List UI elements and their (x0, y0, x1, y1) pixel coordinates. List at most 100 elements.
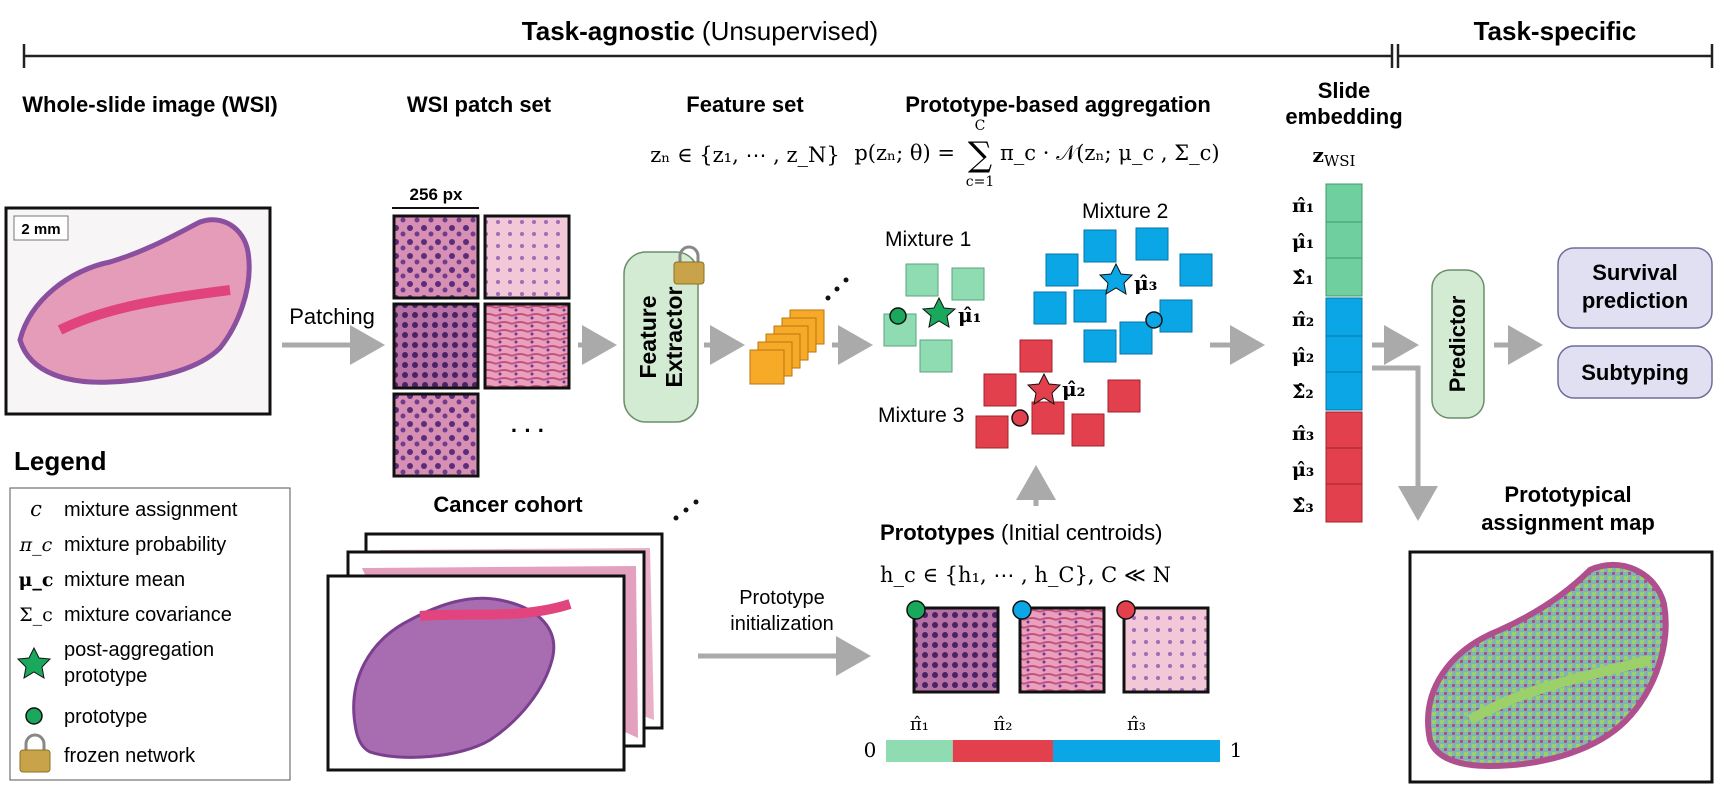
embedding-label-mu1: μ̂₁ (1292, 231, 1314, 253)
legend-symbol-c: c (30, 497, 42, 521)
prototype-patch-3 (1122, 606, 1210, 694)
survival-label-line1: Survival (1592, 260, 1678, 285)
legend-symbol-sigma: Σ_c (19, 604, 53, 626)
embedding-label-pi1: π̂₁ (1292, 195, 1314, 217)
embedding-label-sigma1: Σ̂₁ (1292, 267, 1314, 289)
scale-bar-label: 2 mm (21, 221, 60, 238)
prob-bar-pi1-label: π̂₁ (910, 714, 929, 735)
embedding-label-mu2: μ̂₂ (1292, 345, 1314, 367)
mu2-label: μ̂₂ (1062, 377, 1085, 401)
embedding-label-sigma2: Σ̂₂ (1292, 381, 1314, 403)
legend-box (9, 487, 291, 781)
prototype-aggregation-section-title: Prototype-based aggregation (905, 92, 1211, 117)
prob-bar-pi2-label: π̂₂ (993, 714, 1012, 735)
prototype-patch-2 (1018, 606, 1106, 694)
feature-stack (749, 309, 825, 385)
slide-embedding-title-line2: embedding (1285, 104, 1402, 129)
assignment-map-title-line1: Prototypical (1504, 482, 1631, 507)
patch-tile-5 (392, 392, 480, 478)
patch-ellipsis: · · · (511, 418, 545, 443)
feature-set-formula: zₙ ∈ {z₁, ⋯ , z_N} (650, 143, 840, 167)
prototypes-title: Prototypes (Initial centroids) (880, 520, 1162, 545)
wsi-tissue-core (57, 285, 231, 335)
legend-label-mixture-probability: mixture probability (64, 534, 226, 556)
subtyping-label: Subtyping (1581, 360, 1689, 385)
patching-label: Patching (289, 304, 375, 329)
predictor-label: Predictor (1445, 295, 1470, 392)
prob-bar-pi3-label: π̂₃ (1127, 714, 1146, 735)
embedding-label-mu3: μ̂₃ (1292, 459, 1314, 481)
legend-title: Legend (14, 446, 106, 476)
patch-tile-1 (392, 214, 480, 300)
gmm-sum-lower: c=1 (966, 174, 994, 190)
cancer-cohort-title: Cancer cohort (433, 492, 583, 517)
mixture-1-cluster (883, 263, 985, 373)
legend-dot-icon (25, 707, 43, 725)
legend-items: c mixture assignment π_c mixture probabi… (16, 497, 238, 773)
prototype-patch-1 (912, 606, 1000, 694)
legend-label-mixture-covariance: mixture covariance (64, 604, 232, 626)
legend-label-mixture-mean: mixture mean (64, 569, 185, 591)
prob-bar-segment-2 (952, 740, 1053, 762)
embedding-label-pi2: π̂₂ (1292, 309, 1314, 331)
mixture-3-label: Mixture 3 (878, 404, 964, 427)
embedding-labels: π̂₁ μ̂₁ Σ̂₁ π̂₂ μ̂₂ Σ̂₂ π̂₃ μ̂₃ Σ̂₃ (1292, 195, 1314, 517)
legend-lock-icon (19, 733, 51, 773)
probability-bar (886, 740, 1220, 762)
legend-label-prototype: prototype (64, 706, 147, 728)
prototype-2-dot (1012, 600, 1032, 620)
mixture-2-label: Mixture 2 (1082, 200, 1168, 223)
feature-set-section-title: Feature set (686, 92, 804, 117)
mixture-1-star-icon (921, 296, 957, 328)
patch-tile-4 (483, 302, 571, 390)
mixture-2-cluster (1033, 227, 1213, 363)
prototype-init-label-line2: initialization (730, 613, 833, 635)
cohort-slide-front-stroma (419, 599, 572, 621)
extractor-label-line1: Feature (635, 295, 661, 378)
subtyping-box (1557, 345, 1713, 399)
prob-bar-one: 1 (1230, 738, 1243, 762)
patch-set-section-title: WSI patch set (407, 92, 552, 117)
legend-symbol-pi: π_c (19, 534, 53, 556)
embedding-label-sigma3: Σ̂₃ (1292, 495, 1314, 517)
probability-bar-labels: π̂₁ π̂₂ π̂₃ (910, 714, 1146, 735)
patch-size-label: 256 px (410, 185, 463, 204)
patch-tile-2 (483, 214, 571, 300)
z-wsi-symbol: zWSI (1313, 143, 1356, 170)
mixture-3-prototype-dot (1011, 409, 1029, 427)
prototype-3-dot (1116, 600, 1136, 620)
prototype-init-label-line1: Prototype (739, 587, 825, 609)
embedding-to-map-arrow (1372, 365, 1438, 521)
gmm-formula-left: p(zₙ; θ) = (854, 141, 955, 165)
feature-extractor-box (623, 251, 699, 423)
task-specific-title: Task-specific (1474, 16, 1637, 46)
predictor-box (1431, 269, 1485, 419)
feature-stack-dots (825, 277, 849, 301)
scale-bar-bg (13, 215, 69, 241)
patch-tile-3 (392, 302, 480, 390)
survival-label-line2: prediction (1582, 288, 1688, 313)
survival-prediction-box (1557, 247, 1713, 329)
gmm-sum-symbol: ∑ (968, 135, 992, 175)
embedding-label-pi3: π̂₃ (1292, 423, 1314, 445)
assignment-map-core (1467, 655, 1652, 725)
embedding-vector (1325, 183, 1363, 523)
extractor-lock-icon (673, 245, 705, 285)
legend-label-mixture-assignment: mixture assignment (64, 499, 238, 521)
gmm-sum-upper: C (975, 118, 986, 134)
legend-label-post-aggregation-2: prototype (64, 665, 147, 687)
cohort-slide-front-tissue (352, 596, 556, 759)
wsi-section-title: Whole-slide image (WSI) (22, 92, 277, 117)
legend-label-post-aggregation-1: post-aggregation (64, 639, 214, 661)
legend-symbol-mu: μ_c (19, 569, 54, 591)
mixture-2-prototype-dot (1145, 311, 1163, 329)
slide-embedding-title-line1: Slide (1318, 78, 1371, 103)
gmm-formula-right: π_c · 𝒩(zₙ; μ_c , Σ_c) (1000, 141, 1220, 165)
prob-bar-segment-1 (886, 740, 953, 762)
mixture-3-star-icon (1026, 372, 1062, 405)
prob-bar-segment-3 (1053, 740, 1220, 762)
assignment-map-title-line2: assignment map (1481, 510, 1655, 535)
mixture-3-cluster (975, 339, 1141, 449)
mu3-label: μ̂₃ (1134, 271, 1157, 295)
legend-label-frozen-network: frozen network (64, 745, 196, 767)
